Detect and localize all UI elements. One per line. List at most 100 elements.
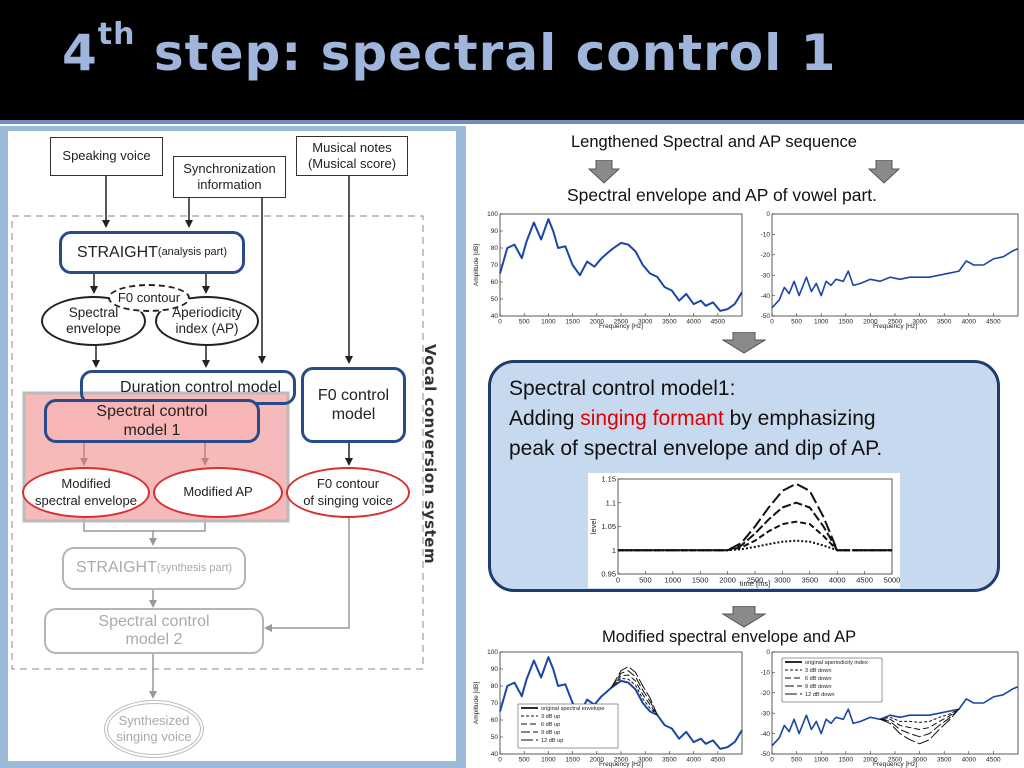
title-text: step: spectral control 1 <box>135 24 837 82</box>
y-tick-label: -10 <box>761 670 771 677</box>
x-tick-label: 3500 <box>937 757 952 764</box>
x-axis-label: Frequency [Hz] <box>873 761 917 768</box>
model2-label-2: model 2 <box>125 631 183 648</box>
f0-singing-label-1: F0 contour <box>316 476 380 492</box>
f0-singing-label-2: of singing voice <box>303 492 393 508</box>
legend-label: 3 dB up <box>541 714 560 720</box>
x-tick-label: 500 <box>791 319 802 326</box>
y-tick-label: 0.95 <box>601 570 616 579</box>
y-tick-label: 60 <box>491 279 499 286</box>
y-axis-label: level <box>589 518 598 534</box>
straight-analysis-sublabel: (analysis part) <box>157 245 227 258</box>
x-tick-label: 1500 <box>839 757 854 764</box>
model1-title-text: Spectral control model1 <box>509 377 730 400</box>
x-tick-label: 1000 <box>541 757 556 764</box>
x-tick-label: 3500 <box>662 319 677 326</box>
x-tick-label: 0 <box>770 319 774 326</box>
x-tick-label: 1000 <box>814 319 829 326</box>
y-tick-label: -20 <box>761 690 771 697</box>
x-tick-label: 3000 <box>912 757 927 764</box>
x-tick-label: 2000 <box>863 319 878 326</box>
legend-box <box>781 657 883 703</box>
f0-contour-label: F0 contour <box>117 290 181 306</box>
x-tick-label: 1500 <box>565 757 580 764</box>
y-tick-label: 1 <box>612 546 616 555</box>
model1-line2-start: Adding <box>509 407 581 430</box>
y-tick-label: 70 <box>491 700 499 707</box>
x-tick-label: 500 <box>519 757 530 764</box>
series-line <box>618 501 892 552</box>
series-line <box>499 656 743 750</box>
x-tick-label: 2000 <box>590 319 605 326</box>
lengthened-label: Lengthened Spectral and AP sequence <box>571 133 857 151</box>
plot-area <box>499 213 743 317</box>
modified-spectral-label-1: Modified <box>61 476 111 492</box>
sync-info-label-2: information <box>197 177 262 192</box>
x-tick-label: 2500 <box>747 576 764 585</box>
speaking-voice-box: Speaking voice <box>50 137 163 176</box>
x-tick-label: 4500 <box>986 757 1001 764</box>
y-tick-label: -40 <box>761 293 771 300</box>
x-tick-label: 5000 <box>884 576 900 585</box>
x-axis-label: Frequency [Hz] <box>599 761 643 768</box>
vowel-part-label: Spectral envelope and AP of vowel part. <box>567 185 878 205</box>
aperiodicity-label-1: Aperiodicity <box>172 304 242 320</box>
legend-label: 3 dB down <box>805 668 831 674</box>
x-tick-label: 1000 <box>541 319 556 326</box>
x-tick-label: 2500 <box>614 319 629 326</box>
series-line <box>880 708 960 745</box>
x-tick-label: 0 <box>616 576 620 585</box>
straight-analysis-label: STRAIGHT <box>77 243 158 261</box>
y-tick-label: 0 <box>766 211 770 218</box>
y-tick-label: 100 <box>487 211 498 218</box>
x-tick-label: 2500 <box>888 319 903 326</box>
y-tick-label: 80 <box>491 245 499 252</box>
x-tick-label: 1000 <box>814 757 829 764</box>
synth-singing-label-1: Synthesized <box>118 712 190 728</box>
spectral-envelope-label-2: envelope <box>66 321 121 336</box>
y-tick-label: 100 <box>487 649 498 656</box>
y-tick-label: -50 <box>761 313 771 320</box>
y-tick-label: 1.15 <box>601 475 616 484</box>
series-line <box>618 539 892 552</box>
down-arrow-icon <box>722 606 766 628</box>
y-tick-label: 90 <box>491 228 499 235</box>
modified-ap-node: Modified AP <box>153 467 283 518</box>
series-line <box>610 674 658 716</box>
y-tick-label: 1.1 <box>606 498 616 507</box>
x-tick-label: 3500 <box>937 319 952 326</box>
speaking-voice-label: Speaking voice <box>62 148 151 164</box>
y-tick-label: -20 <box>761 252 771 259</box>
x-tick-label: 1500 <box>565 319 580 326</box>
arrow-f0singing-to-model2 <box>264 518 350 632</box>
sync-info-label-1: Synchronization <box>183 160 276 176</box>
synth-singing-label-2: singing voice <box>116 729 192 744</box>
legend-label: original aperiodicity index <box>805 660 868 666</box>
x-tick-label: 0 <box>770 757 774 764</box>
series-line <box>610 666 658 716</box>
x-tick-label: 3000 <box>638 757 653 764</box>
slide-title: 4th step: spectral control 1 <box>62 17 837 82</box>
y-tick-label: -50 <box>761 751 771 758</box>
arrow-modspec-to-synth <box>83 518 157 546</box>
x-tick-label: 1500 <box>839 319 854 326</box>
y-axis-label: Amplitude [dB] <box>473 244 480 286</box>
modified-spectral-label-2: spectral envelope <box>35 492 137 508</box>
straight-synthesis-label: STRAIGHT <box>75 559 157 577</box>
x-tick-label: 500 <box>519 319 530 326</box>
x-tick-label: 1000 <box>664 576 681 585</box>
model1-label-2: model 1 <box>123 422 181 439</box>
y-tick-label: -10 <box>761 232 771 239</box>
y-tick-label: 40 <box>491 313 499 320</box>
series-line <box>610 677 658 716</box>
straight-synthesis-sublabel: (synthesis part) <box>156 562 233 575</box>
